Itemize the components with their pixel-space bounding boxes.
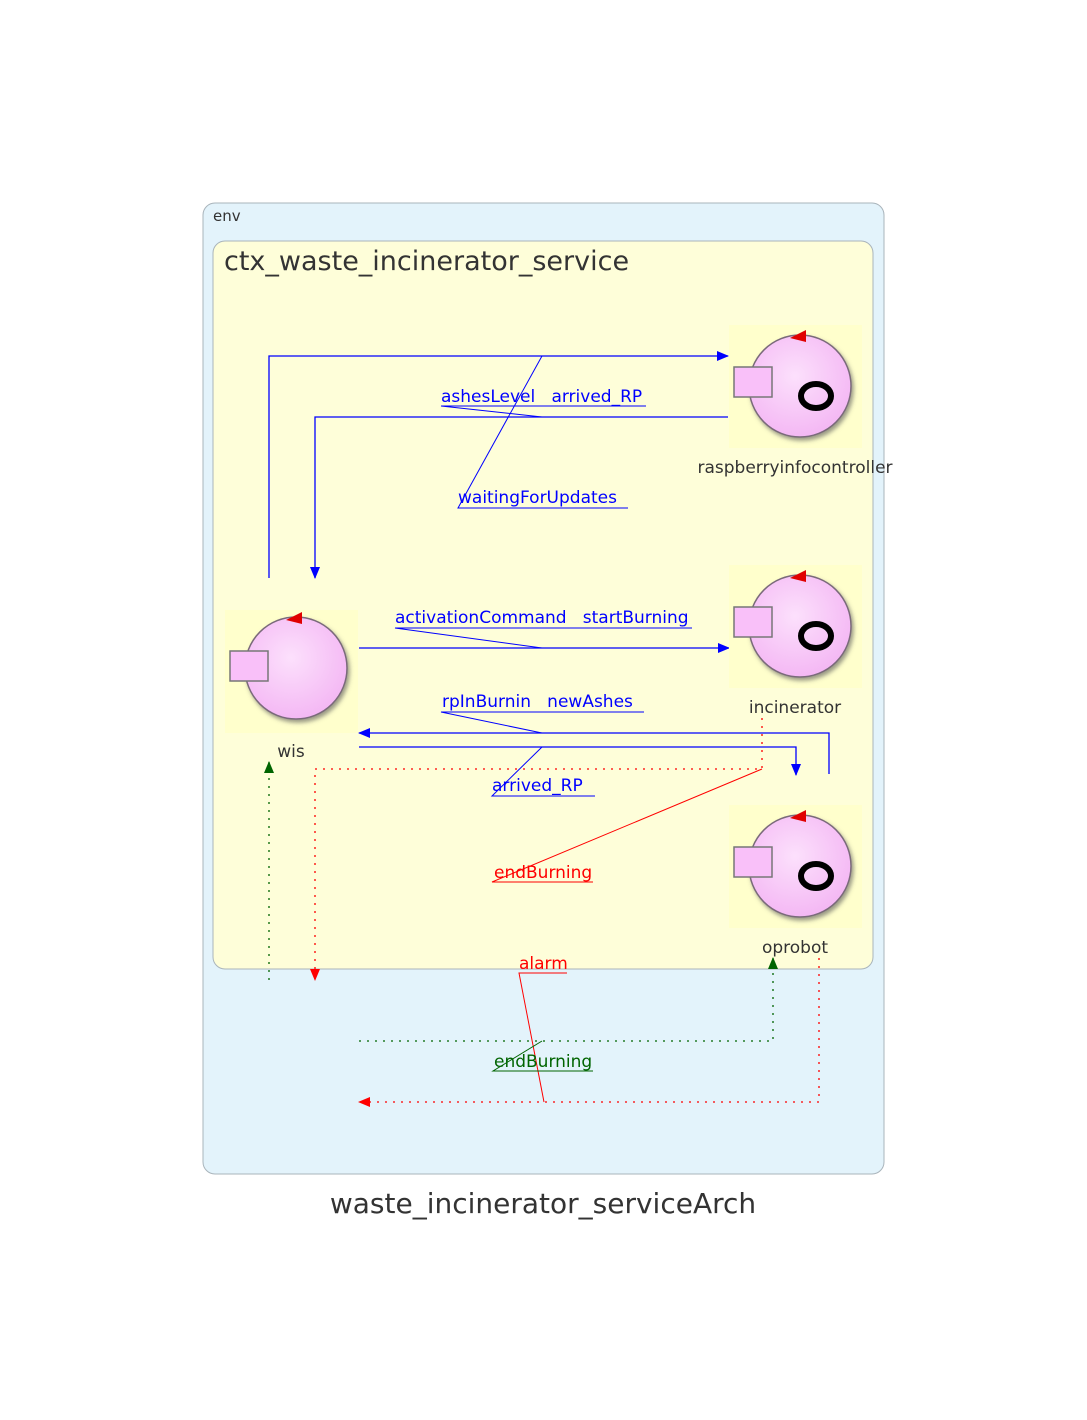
actor-label-oprobot: oprobot bbox=[762, 938, 828, 958]
actor-wis[interactable] bbox=[225, 610, 358, 733]
edge-oprobot-to-wis bbox=[358, 711, 830, 774]
edge-env-endburning bbox=[264, 761, 778, 1072]
env-label: env bbox=[213, 207, 241, 225]
port-icon bbox=[733, 606, 773, 638]
actor-label-raspberryinfocontroller: raspberryinfocontroller bbox=[697, 458, 892, 478]
msg-arrived-rp: arrived_RP bbox=[492, 776, 583, 796]
msg-alarm: alarm bbox=[519, 954, 568, 974]
edge-wis-to-oprobot bbox=[359, 746, 801, 797]
msg-end-burning-env: endBurning bbox=[494, 1052, 592, 1072]
edge-wis-to-incinerator bbox=[359, 627, 730, 653]
diagram-title: waste_incinerator_serviceArch bbox=[330, 1187, 756, 1220]
actor-incinerator[interactable] bbox=[729, 565, 862, 688]
actor-label-wis: wis bbox=[277, 742, 305, 762]
actor-label-incinerator: incinerator bbox=[749, 698, 841, 718]
port-icon bbox=[733, 366, 773, 398]
red-flag-icon bbox=[790, 330, 806, 342]
msg-rp-in-burnin-new-ashes: rpInBurnin newAshes bbox=[442, 692, 633, 712]
msg-ashes-level-arrived-rp: ashesLevel arrived_RP bbox=[441, 387, 642, 407]
context-cluster bbox=[212, 240, 874, 970]
red-flag-icon bbox=[790, 810, 806, 822]
context-label: ctx_waste_incinerator_service bbox=[224, 246, 629, 277]
port-icon bbox=[229, 650, 269, 682]
msg-waiting-for-updates: waitingForUpdates bbox=[458, 488, 617, 508]
port-icon bbox=[733, 846, 773, 878]
actor-raspberryinfocontroller[interactable] bbox=[729, 325, 862, 448]
edge-raspberry-to-wis bbox=[310, 405, 728, 579]
msg-end-burning-event: endBurning bbox=[494, 863, 592, 883]
red-flag-icon bbox=[790, 570, 806, 582]
edge-incinerator-endburning-event bbox=[310, 718, 763, 981]
msg-activation-start-burning: activationCommand startBurning bbox=[395, 608, 689, 628]
actor-oprobot[interactable] bbox=[729, 805, 862, 928]
eye-icon bbox=[798, 381, 834, 411]
edge-wis-to-raspberry bbox=[268, 351, 729, 578]
eye-icon bbox=[798, 861, 834, 891]
edge-oprobot-alarm bbox=[358, 958, 820, 1107]
eye-icon bbox=[798, 621, 834, 651]
red-flag-icon bbox=[286, 612, 302, 624]
